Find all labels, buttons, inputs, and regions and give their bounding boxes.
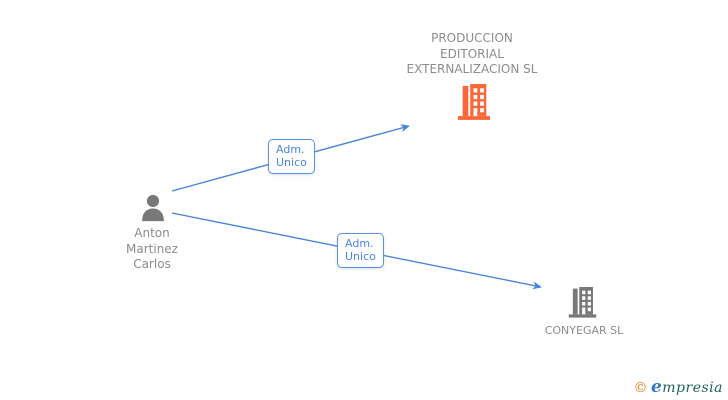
edge-label-adm-unico: Adm. Unico xyxy=(268,139,315,174)
logo-brand-initial: e xyxy=(650,377,663,397)
building-icon[interactable] xyxy=(568,285,597,322)
building-icon[interactable] xyxy=(457,82,491,124)
copyright-icon: © xyxy=(633,380,648,396)
person-name[interactable]: Anton Martinez Carlos xyxy=(126,226,178,271)
edge-label-adm-unico: Adm. Unico xyxy=(337,233,384,268)
company1-name[interactable]: PRODUCCION EDITORIAL EXTERNALIZACION SL xyxy=(406,31,538,76)
logo-brand-rest: mpresia xyxy=(662,380,723,396)
company2-name[interactable]: CONYEGAR SL xyxy=(544,324,624,337)
empresia-logo: ©empresia xyxy=(633,377,723,397)
person-icon[interactable] xyxy=(138,193,168,227)
